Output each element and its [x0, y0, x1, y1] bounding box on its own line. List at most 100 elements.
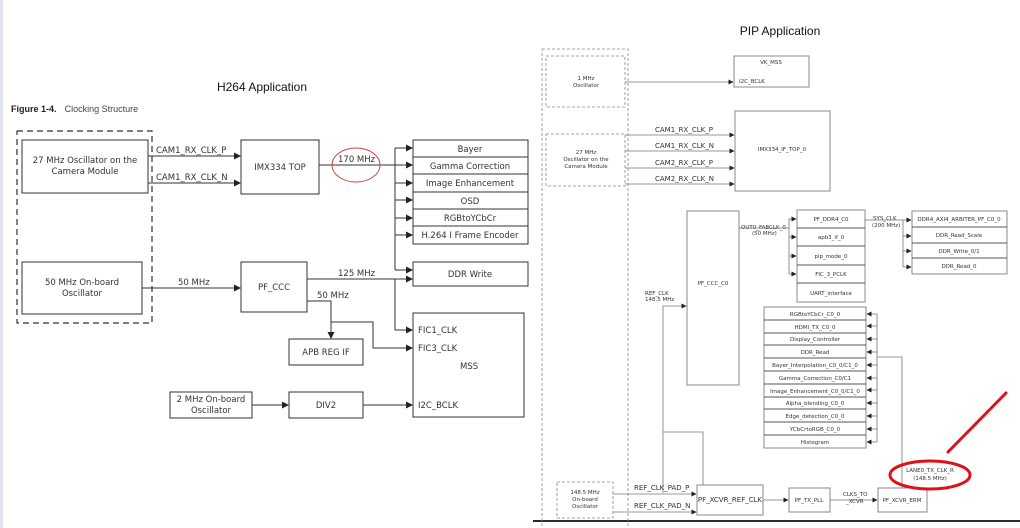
- svg-text:PF_CCC_C0: PF_CCC_C0: [698, 281, 729, 287]
- vk-mss-port-i2c: I2C_BCLK: [739, 79, 765, 85]
- ref-clk-freq: 148.5 MHz: [645, 297, 674, 303]
- svg-text:27 MHz: 27 MHz: [576, 150, 597, 156]
- pipeline-item-gamma: Gamma Correction: [430, 162, 510, 172]
- mss-port-fic3-clk: FIC3_CLK: [418, 344, 458, 354]
- osc-50mhz-block: 50 MHz On-board Oscillator: [21, 261, 143, 315]
- vk-mss-block: VK_MSS I2C_BCLK: [733, 55, 810, 88]
- clks-to-label: CLKS_TO: [843, 492, 868, 498]
- out0-fabclk-freq: (50 MHz): [752, 231, 777, 237]
- pip-label-cam2-n: CAM2_RX_CLK_N: [655, 175, 714, 183]
- wire-ref-clk: [662, 303, 687, 493]
- label-125mhz: 125 MHz: [338, 269, 376, 279]
- svg-text:Edge_detection_C0_0: Edge_detection_C0_0: [786, 414, 845, 420]
- svg-text:50 MHz On-board: 50 MHz On-board: [45, 278, 119, 288]
- group3-arrows: [866, 311, 903, 492]
- figure-caption: Figure 1-4. Clocking Structure: [11, 97, 138, 116]
- svg-text:DDR_Read_0: DDR_Read_0: [941, 264, 977, 270]
- svg-text:PF_XCVR_REF_CLK: PF_XCVR_REF_CLK: [698, 496, 763, 504]
- pipeline-stack: Bayer Gamma Correction Image Enhancement…: [412, 139, 529, 245]
- wire-50mhz-apb: [307, 300, 335, 339]
- pipeline-arrows: [395, 144, 413, 274]
- svg-text:DDR_Read_Scale: DDR_Read_Scale: [936, 233, 983, 239]
- svg-text:On-board: On-board: [572, 497, 598, 503]
- pf-ccc-block: PF_CCC: [240, 261, 308, 313]
- svg-text:FIC_3_PCLK: FIC_3_PCLK: [815, 272, 847, 278]
- mss-port-i2c-bclk: I2C_BCLK: [418, 401, 458, 411]
- svg-text:Gamma_Correction_C0/C1: Gamma_Correction_C0/C1: [779, 376, 851, 382]
- ddr-write-block: DDR Write: [412, 261, 529, 287]
- svg-text:PF_XCVR_ERM: PF_XCVR_ERM: [883, 498, 922, 504]
- label-50mhz-out: 50 MHz: [317, 291, 349, 301]
- pf-xcvr-ref-clk-block: PF_XCVR_REF_CLK: [696, 484, 764, 516]
- ref-clk-label: REF_CLK: [645, 291, 669, 297]
- wire-ref-clk-loop: [663, 431, 704, 489]
- highlight-arrow-stroke: [946, 391, 1008, 454]
- figure-caption-text: Clocking Structure: [65, 104, 139, 114]
- group1-arrows: [788, 216, 797, 277]
- svg-text:PF_TX_PLL: PF_TX_PLL: [795, 498, 824, 504]
- svg-text:IMX334 TOP: IMX334 TOP: [254, 163, 306, 173]
- pip-cam-wires: CAM1_RX_CLK_P CAM1_RX_CLK_N CAM2_RX_CLK_…: [625, 126, 735, 187]
- pipeline-item-bayer: Bayer: [458, 145, 483, 155]
- svg-text:APB REG IF: APB REG IF: [302, 348, 350, 358]
- label-cam1-rx-clk-n: CAM1_RX_CLK_N: [156, 173, 228, 183]
- pip-label-cam1-n: CAM1_RX_CLK_N: [655, 142, 714, 150]
- svg-text:DDR_Read: DDR_Read: [801, 350, 830, 356]
- svg-text:PF_CCC: PF_CCC: [258, 283, 290, 293]
- h264-title: H264 Application: [217, 80, 307, 94]
- osc-27mhz-block: 27 MHz Oscillator on the Camera Module: [21, 139, 149, 194]
- svg-text:UART_interface: UART_interface: [810, 291, 852, 297]
- svg-text:DIV2: DIV2: [316, 401, 336, 411]
- pf-tx-pll-block: PF_TX_PLL: [788, 487, 831, 513]
- svg-text:Oscillator on the: Oscillator on the: [563, 157, 609, 163]
- highlight-circle-170mhz: [331, 147, 381, 183]
- svg-text:Oscillator: Oscillator: [572, 504, 599, 510]
- pf-xcvr-erm-block: PF_XCVR_ERM: [877, 487, 928, 513]
- pip-osc-1mhz-block: 1 MHz Oscillator: [545, 55, 626, 108]
- svg-text:DDR4_AXI4_ARBITER_PF_C0_0: DDR4_AXI4_ARBITER_PF_C0_0: [917, 217, 1001, 223]
- pip-title: PIP Application: [740, 24, 821, 38]
- mss-label: MSS: [460, 362, 478, 372]
- pipeline-item-h264-encoder: H.264 I Frame Encoder: [421, 231, 519, 241]
- svg-text:Oscillator: Oscillator: [62, 289, 103, 299]
- pip-osc-27mhz-block: 27 MHz Oscillator on the Camera Module: [545, 133, 626, 187]
- svg-text:Image_Enhancement_C0_0/C1_0: Image_Enhancement_C0_0/C1_0: [770, 389, 860, 395]
- highlight-circle-lane0: [888, 459, 972, 491]
- svg-text:Oscillator: Oscillator: [191, 406, 232, 416]
- pf-ccc-c0-block: PF_CCC_C0: [686, 210, 740, 386]
- label-50mhz-in: 50 MHz: [178, 278, 210, 288]
- svg-text:Alpha_blending_C0_0: Alpha_blending_C0_0: [786, 401, 845, 407]
- wire-fic1-clk: [394, 279, 413, 334]
- svg-text:RGBtoYCbCr_C0_0: RGBtoYCbCr_C0_0: [790, 312, 841, 318]
- svg-text:148.5 MHz: 148.5 MHz: [570, 490, 599, 496]
- svg-text:DDR_Write_0/1: DDR_Write_0/1: [938, 249, 979, 255]
- pip-label-cam1-p: CAM1_RX_CLK_P: [655, 126, 713, 134]
- pipeline-item-osd: OSD: [461, 197, 480, 207]
- group3-stack: RGBtoYCbCr_C0_0 HDMI_TX_C0_0 Display_Con…: [763, 306, 867, 449]
- svg-text:27 MHz Oscillator on the: 27 MHz Oscillator on the: [33, 156, 137, 166]
- svg-text:Camera Module: Camera Module: [564, 164, 608, 170]
- svg-text:YCbCrtoRGB_C0_0: YCbCrtoRGB_C0_0: [789, 427, 841, 433]
- label-ref-pad-n: REF_CLK_PAD_N: [634, 502, 690, 510]
- pipeline-item-image-enhancement: Image Enhancement: [426, 179, 515, 189]
- svg-text:Display_Controller: Display_Controller: [790, 337, 841, 343]
- bottom-rule: [533, 520, 1020, 522]
- pip-oscillator-group-boundary: [541, 48, 629, 528]
- svg-text:IMX334_IF_TOP_0: IMX334_IF_TOP_0: [758, 147, 807, 153]
- clks-to-label-2: _XCVR: [845, 499, 864, 505]
- mss-port-fic1-clk: FIC1_CLK: [418, 326, 458, 336]
- figure-caption-number: Figure 1-4.: [11, 104, 57, 114]
- div2-block: DIV2: [288, 391, 364, 419]
- label-cam1-rx-clk-p: CAM1_RX_CLK_P: [156, 146, 226, 156]
- svg-text:apb3_if_0: apb3_if_0: [818, 235, 845, 241]
- sys-clk-label: SYS_CLK: [873, 216, 897, 222]
- svg-text:Camera Module: Camera Module: [52, 167, 119, 177]
- osc-2mhz-block: 2 MHz On-board Oscillator: [169, 391, 253, 419]
- wire-lane0-tx-clk: [877, 356, 903, 492]
- group2-stack: DDR4_AXI4_ARBITER_PF_C0_0 DDR_Read_Scale…: [911, 210, 1008, 275]
- lane0-tx-clk-label: LANE0_TX_CLK_R: [906, 468, 954, 474]
- oscillator-group-boundary: [16, 130, 153, 324]
- imx334-if-top-block: IMX334_IF_TOP_0: [734, 110, 831, 192]
- pip-label-cam2-p: CAM2_RX_CLK_P: [655, 159, 713, 167]
